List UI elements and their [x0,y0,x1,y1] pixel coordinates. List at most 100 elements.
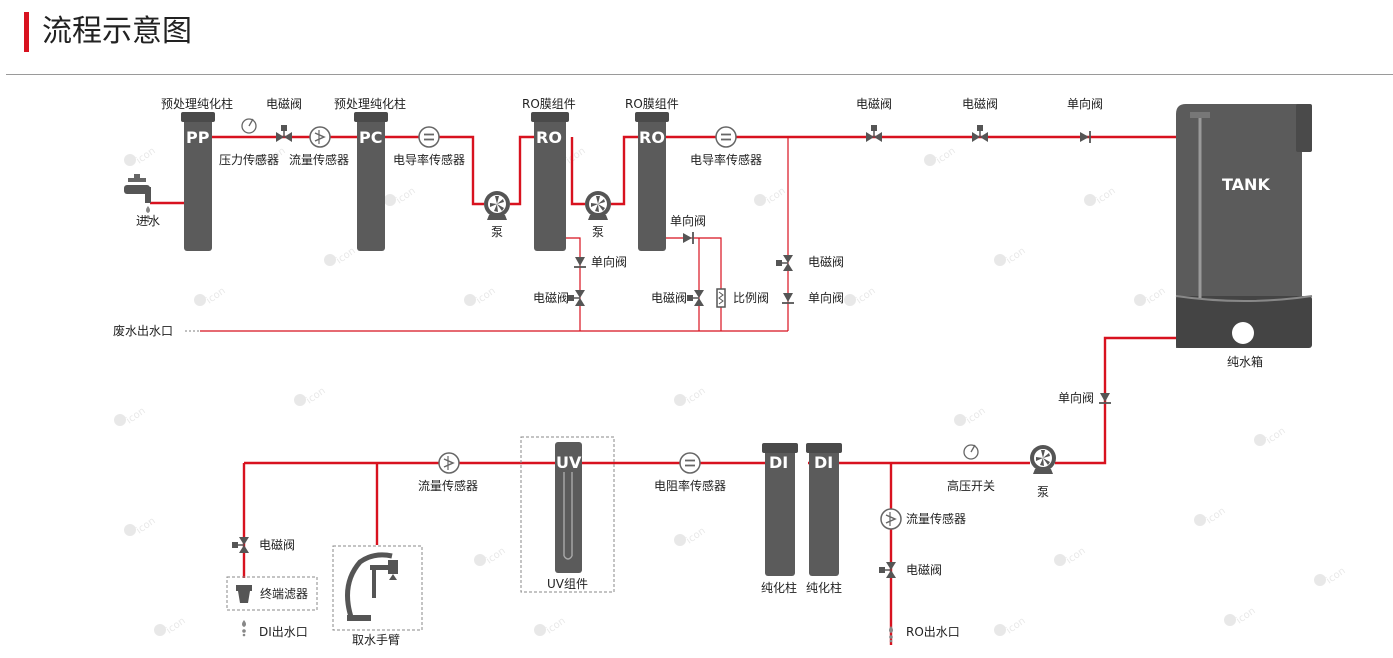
pp-column-cap [181,112,215,122]
pp-letters: PP [186,128,210,147]
check-right-label: 单向阀 [808,290,844,305]
valve-top-1-label: 电磁阀 [856,96,892,111]
ro1-letters: RO [536,128,562,147]
pump-3-label: 泵 [1037,485,1049,499]
uv-label: UV组件 [547,577,588,591]
flow-sensor-3-icon [880,508,902,530]
waste-outlet-label: 废水出水口 [113,323,173,338]
check-top-label: 单向阀 [1067,96,1103,111]
valve-ro2-label: 电磁阀 [651,290,687,305]
check-valve-right [781,292,795,304]
pc-column-cap [354,112,388,122]
uv-column [555,442,582,573]
flow-sensor-2-icon [438,452,460,474]
tank [1175,104,1313,348]
arm-label: 取水手臂 [352,633,400,647]
page-header: 流程示意图 [0,0,1393,76]
terminal-filter-label: 终端滤器 [260,586,308,601]
ro2-column-cap [635,112,669,122]
flow-sensor-1-icon [309,126,331,148]
check-down-label: 单向阀 [1058,390,1094,405]
pressure-sensor-label: 压力传感器 [219,152,279,167]
ro2-letters: RO [639,128,665,147]
check-valve-down [1098,392,1112,404]
solenoid-valve-ro2 [686,289,705,307]
di2-column [809,448,839,576]
cond-sensor-1-label: 电导率传感器 [393,152,465,167]
hp-switch-icon [963,444,979,460]
check-valve-ro2 [682,231,694,245]
hp-switch-label: 高压开关 [947,478,995,493]
solenoid-valve-ro1 [567,289,586,307]
uv-lamp-bottom [563,555,573,560]
resist-sensor-label: 电阻率传感器 [654,478,726,493]
solenoid-valve-top-1 [865,124,883,143]
terminal-filter-box [226,576,318,611]
flow-sensor-2-label: 流量传感器 [418,478,478,493]
ro1-column-cap [531,112,569,122]
valve-ro-out-label: 电磁阀 [906,562,942,577]
di2-label: 纯化柱 [806,580,842,595]
conductivity-sensor-2-icon [715,126,737,148]
faucet-icon [124,174,151,223]
di-outlet-drop-icon [242,620,246,637]
conductivity-sensor-1-icon [418,126,440,148]
pump-2-icon [585,191,611,220]
pc-letters: PC [359,128,382,147]
solenoid-valve-top-2 [971,124,989,143]
cond-sensor-2-label: 电导率传感器 [690,152,762,167]
di2-letters: DI [814,453,833,472]
ro2-column [638,116,666,251]
title-accent-bar [24,12,29,52]
valve-di-label: 电磁阀 [259,537,295,552]
check-valve-ro1 [573,256,587,268]
resistivity-sensor-icon [679,452,701,474]
tank-label: 纯水箱 [1227,354,1263,369]
pump-3-icon [1030,445,1056,474]
solenoid-valve-right [775,254,794,272]
valve-right-label: 电磁阀 [808,254,844,269]
ro2-top-label: RO膜组件 [625,97,679,111]
check-valve-top [1079,130,1091,144]
pp-top-label: 预处理纯化柱 [161,96,233,111]
pc-top-label: 预处理纯化柱 [334,96,406,111]
pc-column [357,116,385,251]
uv-box [520,436,615,593]
valve1-top-label: 电磁阀 [266,96,302,111]
check-ro2-label: 单向阀 [670,213,706,228]
di-outlet-label: DI出水口 [259,625,308,639]
ratio-valve-icon [716,288,726,308]
page-title: 流程示意图 [42,14,192,49]
pump-1-icon [484,191,510,220]
solenoid-valve-di [231,536,250,554]
valve-top-2-label: 电磁阀 [962,96,998,111]
watermark-layer [114,145,1348,637]
di1-column-cap [762,443,798,453]
flow-sensor-3-label: 流量传感器 [906,511,966,526]
di1-letters: DI [769,453,788,472]
tank-text: TANK [1222,175,1270,194]
pp-column [184,116,212,251]
valve-ro1-label: 电磁阀 [533,290,569,305]
pump-2-label: 泵 [592,225,604,239]
flow-sensor-1-label: 流量传感器 [289,152,349,167]
arm-box [332,545,423,631]
inlet-label: 进水 [136,214,160,228]
dispensing-arm-icon [345,552,398,621]
solenoid-valve-ro-out [878,561,897,579]
check-ro1-label: 单向阀 [591,254,627,269]
di2-column-cap [806,443,842,453]
pump-1-label: 泵 [491,225,503,239]
header-divider [6,74,1393,75]
ro1-column [534,116,566,251]
terminal-filter-icon [236,585,252,603]
di1-label: 纯化柱 [761,580,797,595]
uv-letters: UV [556,453,582,472]
pressure-gauge-icon [241,118,257,134]
ro1-top-label: RO膜组件 [522,97,576,111]
solenoid-valve-1 [275,124,293,143]
ratio-valve-label: 比例阀 [733,291,769,305]
ro-outlet-label: RO出水口 [906,625,960,639]
di1-column [765,448,795,576]
